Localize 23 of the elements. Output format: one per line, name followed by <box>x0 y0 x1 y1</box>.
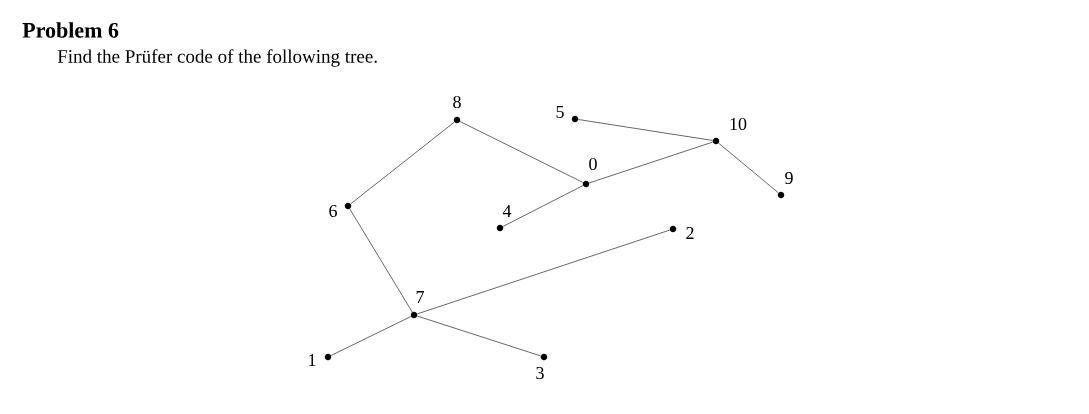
vertex-label: 9 <box>785 171 793 185</box>
edge-line <box>350 121 455 205</box>
edge-line <box>578 119 713 141</box>
edge-line <box>417 315 541 357</box>
edge-line <box>349 208 413 313</box>
edge-line <box>330 316 412 356</box>
edge-line <box>459 121 584 183</box>
vertex-label: 8 <box>453 95 461 109</box>
vertex-label: 2 <box>686 227 694 239</box>
vertex-label: 1 <box>309 354 316 366</box>
vertex-label: 6 <box>329 204 337 218</box>
vertex-label: 7 <box>416 291 424 303</box>
instruction-text: Find the Prüfer code of the following tree. <box>57 49 377 67</box>
edge-line <box>502 185 584 227</box>
vertex-label: 0 <box>589 157 597 171</box>
edge-line <box>718 142 779 194</box>
vertex-label: 4 <box>502 205 512 217</box>
title: Problem 6 <box>22 22 119 38</box>
edge-line <box>589 141 714 184</box>
edge-line <box>416 229 671 315</box>
vertex-label: 10 <box>730 117 747 131</box>
vertex-label: 3 <box>536 366 544 380</box>
vertex-label: 5 <box>556 106 564 118</box>
